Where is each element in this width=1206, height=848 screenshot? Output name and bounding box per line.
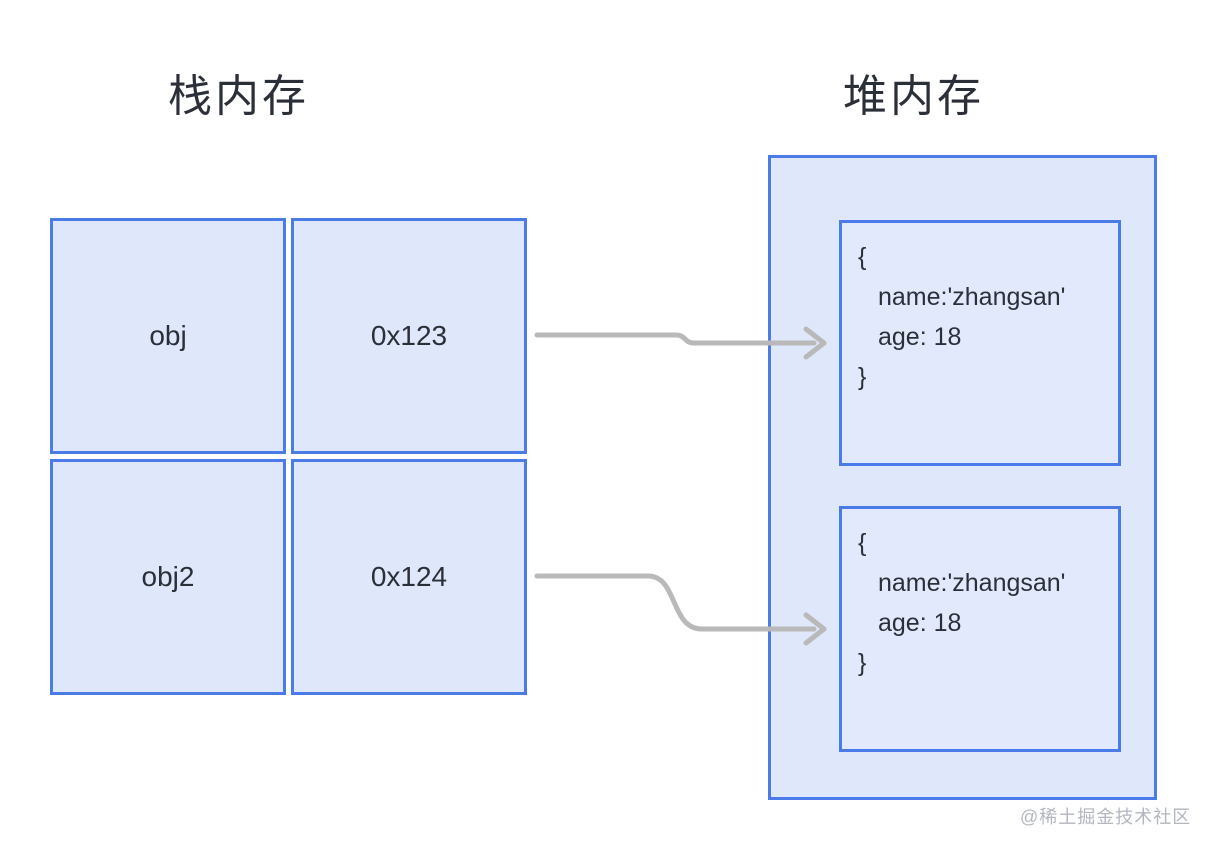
heap-memory-container: { name:'zhangsan' age: 18 } { name:'zhan… [768, 155, 1157, 800]
stack-cell-variable-obj2: obj2 [50, 459, 286, 695]
stack-memory-title: 栈内存 [168, 72, 309, 121]
heap-object-1: { name:'zhangsan' age: 18 } [839, 220, 1121, 466]
stack-memory-table: obj 0x123 obj2 0x124 [50, 218, 527, 695]
stack-cell-address-0x124: 0x124 [291, 459, 527, 695]
heap-object-2-open-brace: { [858, 529, 867, 557]
heap-object-2-age-property: age: 18 [878, 609, 962, 637]
heap-object-2: { name:'zhangsan' age: 18 } [839, 506, 1121, 752]
heap-object-2-name-property: name:'zhangsan' [878, 569, 1066, 597]
heap-object-2-close-brace: } [858, 649, 867, 677]
watermark: @稀土掘金技术社区 [1020, 807, 1192, 827]
heap-object-1-open-brace: { [858, 243, 867, 271]
heap-memory-title: 堆内存 [843, 72, 984, 121]
heap-object-1-close-brace: } [858, 363, 867, 391]
heap-object-1-name-property: name:'zhangsan' [878, 283, 1066, 311]
stack-cell-variable-obj: obj [50, 218, 286, 454]
heap-object-1-age-property: age: 18 [878, 323, 962, 351]
stack-cell-address-0x123: 0x123 [291, 218, 527, 454]
